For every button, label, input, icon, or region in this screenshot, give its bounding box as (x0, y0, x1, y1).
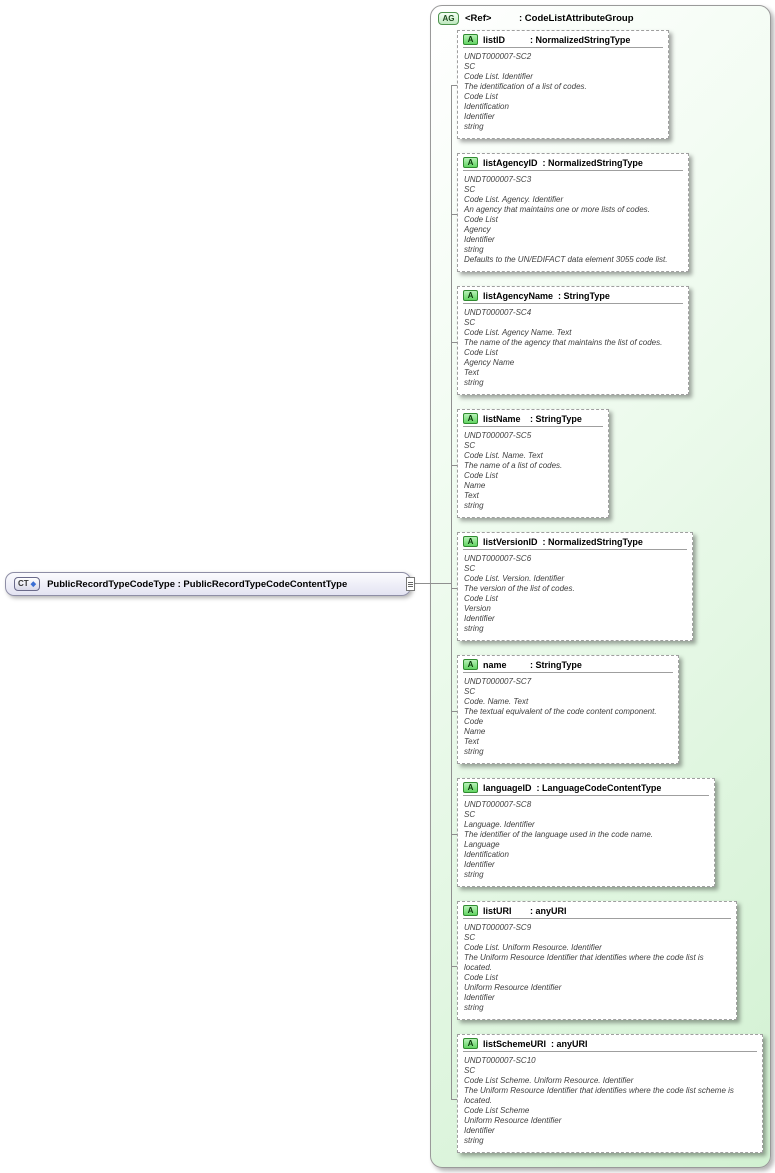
attribute-icon: A (463, 536, 478, 547)
attribute-type: : anyURI (551, 1038, 588, 1049)
attributes-expand-icon[interactable] (406, 577, 415, 591)
attribute-group-header: AG <Ref> : CodeListAttributeGroup (438, 12, 634, 25)
divider (463, 795, 709, 796)
attribute-name: listSchemeURI (483, 1038, 547, 1049)
connector-stub (451, 214, 458, 215)
connector-stub (451, 465, 458, 466)
attribute-icon: A (463, 782, 478, 793)
attribute-header: A listAgencyID : NormalizedStringType (458, 154, 688, 170)
attribute-group-name: <Ref> (465, 13, 492, 24)
attribute-box-listschemeuri[interactable]: A listSchemeURI : anyURI UNDT000007-SC10… (457, 1034, 763, 1153)
complex-type-icon: CT ◆ (14, 577, 41, 591)
connector-line-main (411, 583, 452, 584)
attribute-box-listversionid[interactable]: A listVersionID : NormalizedStringType U… (457, 532, 693, 641)
attribute-icon: A (463, 34, 478, 45)
attribute-type: : NormalizedStringType (542, 536, 643, 547)
attribute-box-listid[interactable]: A listID : NormalizedStringType UNDT0000… (457, 30, 669, 139)
attribute-type: : anyURI (530, 905, 567, 916)
attribute-icon: A (463, 157, 478, 168)
attribute-icon: A (463, 290, 478, 301)
attribute-icon: A (463, 1038, 478, 1049)
attribute-box-languageid[interactable]: A languageID : LanguageCodeContentType U… (457, 778, 715, 887)
connector-stub (451, 85, 458, 86)
attribute-type: : LanguageCodeContentType (536, 782, 662, 793)
connector-stub (451, 588, 458, 589)
attribute-type: : NormalizedStringType (530, 34, 631, 45)
attribute-name: listVersionID (483, 536, 538, 547)
diamond-icon: ◆ (30, 580, 37, 588)
attribute-box-listagencyid[interactable]: A listAgencyID : NormalizedStringType UN… (457, 153, 689, 272)
attribute-group-icon: AG (438, 12, 459, 25)
attribute-type: : StringType (530, 413, 582, 424)
complex-type-icon-label: CT (18, 579, 29, 588)
divider (463, 1051, 757, 1052)
attribute-group-type: : CodeListAttributeGroup (519, 13, 634, 24)
attribute-name: listID (483, 34, 506, 45)
attribute-icon: A (463, 905, 478, 916)
divider (463, 303, 683, 304)
divider (463, 47, 663, 48)
connector-line-trunk (451, 85, 452, 1100)
connector-stub (451, 966, 458, 967)
divider (463, 918, 731, 919)
divider (463, 426, 603, 427)
attribute-name: listURI (483, 905, 512, 916)
attribute-type: : StringType (530, 659, 582, 670)
attribute-header: A listVersionID : NormalizedStringType (458, 533, 692, 549)
attribute-name: listName (483, 413, 521, 424)
attribute-name: listAgencyName (483, 290, 554, 301)
attribute-name: languageID (483, 782, 532, 793)
connector-stub (451, 342, 458, 343)
divider (463, 170, 683, 171)
attribute-type: : StringType (558, 290, 610, 301)
connector-stub (451, 711, 458, 712)
divider (463, 672, 673, 673)
attribute-name: listAgencyID (483, 157, 538, 168)
complex-type-label: PublicRecordTypeCodeType : PublicRecordT… (47, 578, 348, 590)
attribute-header: A listID : NormalizedStringType (458, 31, 668, 47)
attribute-header: A listURI : anyURI (458, 902, 736, 918)
attribute-header: A languageID : LanguageCodeContentType (458, 779, 714, 795)
attribute-icon: A (463, 659, 478, 670)
attribute-header: A listSchemeURI : anyURI (458, 1035, 762, 1051)
connector-stub (451, 834, 458, 835)
attribute-header: A listName : StringType (458, 410, 608, 426)
divider (463, 549, 687, 550)
attribute-header: A name : StringType (458, 656, 678, 672)
attribute-icon: A (463, 413, 478, 424)
attribute-name: name (483, 659, 507, 670)
complex-type-box[interactable]: CT ◆ PublicRecordTypeCodeType : PublicRe… (5, 572, 415, 596)
connector-stub (451, 1099, 458, 1100)
attribute-header: A listAgencyName : StringType (458, 287, 688, 303)
attribute-type: : NormalizedStringType (542, 157, 643, 168)
attribute-box-listagencyname[interactable]: A listAgencyName : StringType UNDT000007… (457, 286, 689, 395)
